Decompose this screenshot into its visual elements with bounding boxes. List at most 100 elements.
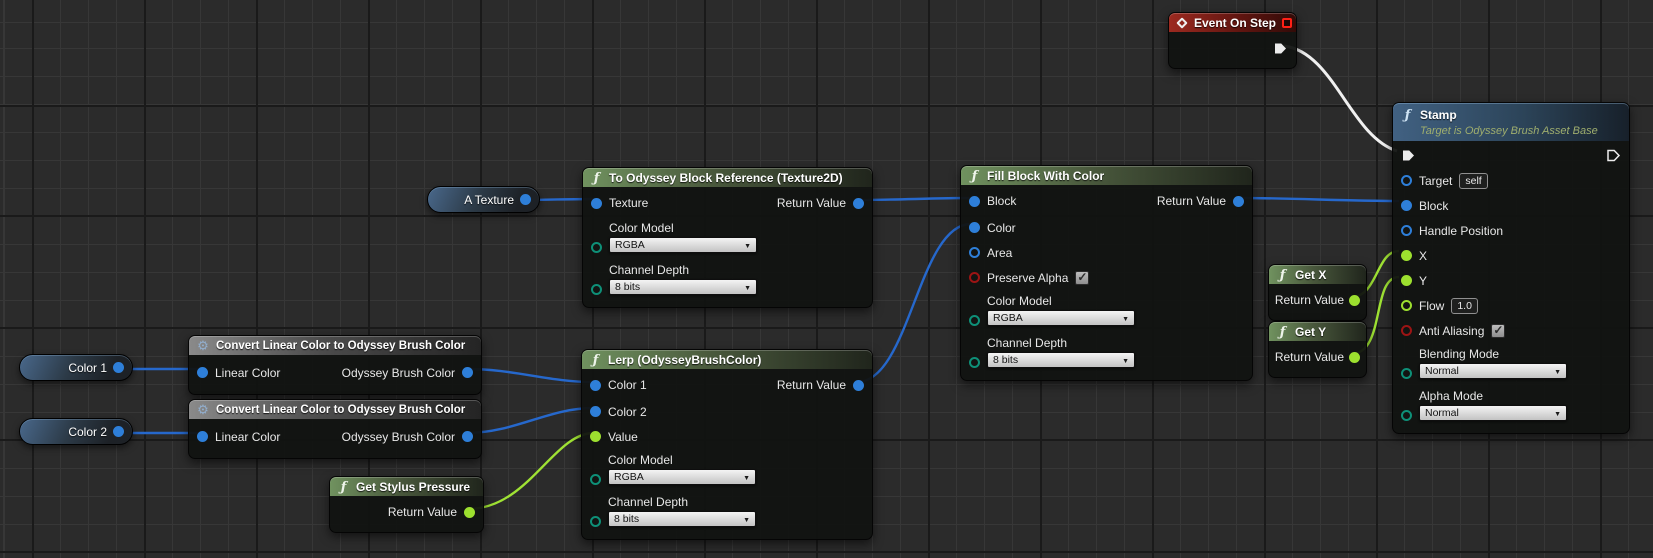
blending-mode-pin[interactable] [1401, 368, 1412, 379]
color-pin[interactable] [969, 222, 980, 233]
exec-out-pin[interactable] [1273, 41, 1288, 56]
chevron-down-icon [744, 239, 751, 251]
channel-depth-dropdown[interactable]: 8 bits [609, 279, 757, 295]
alpha-mode-dropdown[interactable]: Normal [1419, 405, 1567, 421]
variable-label: Color 2 [68, 424, 107, 439]
node-body: Return Value [330, 496, 483, 532]
function-icon [968, 167, 981, 185]
return-value-pin[interactable] [853, 379, 864, 391]
exec-in-pin[interactable] [1401, 148, 1416, 163]
color-model-pin[interactable] [591, 242, 602, 253]
pin-label: Channel Depth [987, 336, 1068, 350]
pin-label: Channel Depth [609, 263, 690, 277]
wire-fillblock-to-stampblock[interactable] [1236, 196, 1400, 203]
odyssey-brush-color-pin[interactable] [462, 367, 473, 378]
block-pin[interactable] [1401, 200, 1412, 211]
node-color-2-variable[interactable]: Color 2 [19, 418, 133, 445]
blending-mode-dropdown[interactable]: Normal [1419, 363, 1567, 379]
flow-pin[interactable] [1401, 300, 1412, 311]
wire-convert1-to-lerp[interactable] [466, 367, 594, 384]
node-to-odyssey-block-reference[interactable]: To Odyssey Block Reference (Texture2D) T… [582, 167, 873, 308]
preserve-alpha-pin[interactable] [969, 272, 980, 283]
node-body: Block Return Value Color Area Preserve A… [961, 185, 1252, 380]
node-event-on-step[interactable]: Event On Step [1168, 12, 1297, 69]
pin-label: Handle Position [1419, 223, 1504, 238]
node-convert-linear-color-2[interactable]: Convert Linear Color to Odyssey Brush Co… [188, 399, 482, 459]
node-lerp-odyssey-brush-color[interactable]: Lerp (OdysseyBrushColor) Color 1 Return … [581, 349, 873, 540]
node-convert-linear-color-1[interactable]: Convert Linear Color to Odyssey Brush Co… [188, 335, 482, 395]
return-value-pin[interactable] [853, 197, 864, 209]
preserve-alpha-checkbox[interactable] [1075, 270, 1090, 285]
odyssey-brush-color-pin[interactable] [462, 431, 473, 442]
node-header: Stamp Target is Odyssey Brush Asset Base [1393, 103, 1629, 141]
texture-pin[interactable] [591, 197, 602, 209]
handle-position-pin[interactable] [1401, 225, 1412, 236]
node-get-stylus-pressure[interactable]: Get Stylus Pressure Return Value [329, 476, 484, 533]
node-body: Texture Return Value Color Model RGBA Ch… [583, 187, 872, 307]
return-value-pin[interactable] [464, 506, 475, 518]
color-model-dropdown[interactable]: RGBA [987, 310, 1135, 326]
anti-aliasing-checkbox[interactable] [1491, 323, 1506, 338]
wire-convert2-to-lerp[interactable] [466, 406, 594, 435]
exec-out-pin[interactable] [1606, 148, 1621, 163]
color-1-pin[interactable] [590, 379, 601, 391]
value-pin[interactable] [590, 431, 601, 442]
event-icon [1176, 16, 1188, 29]
pin-label: Linear Color [215, 365, 281, 380]
pin-label: Return Value [1274, 350, 1344, 364]
pin-label: Blending Mode [1419, 347, 1500, 361]
pin-label: Flow [1419, 298, 1445, 313]
color-model-dropdown[interactable]: RGBA [608, 469, 756, 485]
delegate-pin-icon[interactable] [1282, 17, 1293, 28]
channel-depth-dropdown[interactable]: 8 bits [987, 352, 1135, 368]
wire-exec-event-to-stamp[interactable] [1283, 44, 1398, 153]
pin-label: Color 1 [608, 378, 647, 392]
alpha-mode-pin[interactable] [1401, 410, 1412, 421]
channel-depth-pin[interactable] [969, 357, 980, 368]
pin-label: X [1419, 248, 1428, 263]
y-pin[interactable] [1401, 275, 1412, 286]
area-pin[interactable] [969, 247, 980, 258]
wire-toodyssey-to-fillblock[interactable] [857, 196, 972, 202]
node-body: Target self Block Handle Position X Y Fl… [1393, 141, 1629, 433]
output-pin[interactable] [113, 362, 124, 373]
flow-value-field[interactable]: 1.0 [1451, 297, 1478, 314]
output-pin[interactable] [113, 426, 124, 437]
color-model-pin[interactable] [969, 315, 980, 326]
node-body: Return Value [1269, 284, 1366, 320]
color-model-dropdown[interactable]: RGBA [609, 237, 757, 253]
variable-label: Color 1 [68, 360, 107, 375]
node-a-texture-variable[interactable]: A Texture [427, 186, 540, 213]
target-pin[interactable] [1401, 175, 1412, 186]
linear-color-pin[interactable] [197, 431, 208, 442]
color-model-pin[interactable] [590, 474, 601, 485]
wire-lerp-to-fillcolor[interactable] [856, 222, 972, 384]
return-value-pin[interactable] [1349, 294, 1360, 306]
pin-label: Return Value [776, 378, 846, 392]
target-value-field[interactable]: self [1459, 172, 1488, 189]
return-value-pin[interactable] [1233, 195, 1244, 207]
channel-depth-pin[interactable] [591, 284, 602, 295]
node-stamp[interactable]: Stamp Target is Odyssey Brush Asset Base… [1392, 102, 1630, 434]
linear-color-pin[interactable] [197, 367, 208, 378]
node-color-1-variable[interactable]: Color 1 [19, 354, 133, 381]
output-pin[interactable] [520, 194, 531, 205]
node-fill-block-with-color[interactable]: Fill Block With Color Block Return Value… [960, 165, 1253, 381]
node-get-x[interactable]: Get X Return Value [1268, 264, 1367, 321]
dropdown-value: Normal [1425, 407, 1459, 419]
anti-aliasing-pin[interactable] [1401, 325, 1412, 336]
block-pin[interactable] [969, 195, 980, 207]
channel-depth-pin[interactable] [590, 516, 601, 527]
return-value-pin[interactable] [1349, 351, 1360, 363]
node-get-y[interactable]: Get Y Return Value [1268, 321, 1367, 378]
color-2-pin[interactable] [590, 406, 601, 417]
pin-label: Return Value [776, 196, 846, 210]
node-header: Convert Linear Color to Odyssey Brush Co… [189, 336, 481, 355]
node-title: Stamp [1420, 108, 1457, 122]
channel-depth-dropdown[interactable]: 8 bits [608, 511, 756, 527]
pin-label: Value [608, 429, 638, 444]
wire-stylus-to-lerpvalue[interactable] [467, 431, 594, 511]
dropdown-value: 8 bits [993, 354, 1019, 366]
x-pin[interactable] [1401, 250, 1412, 261]
